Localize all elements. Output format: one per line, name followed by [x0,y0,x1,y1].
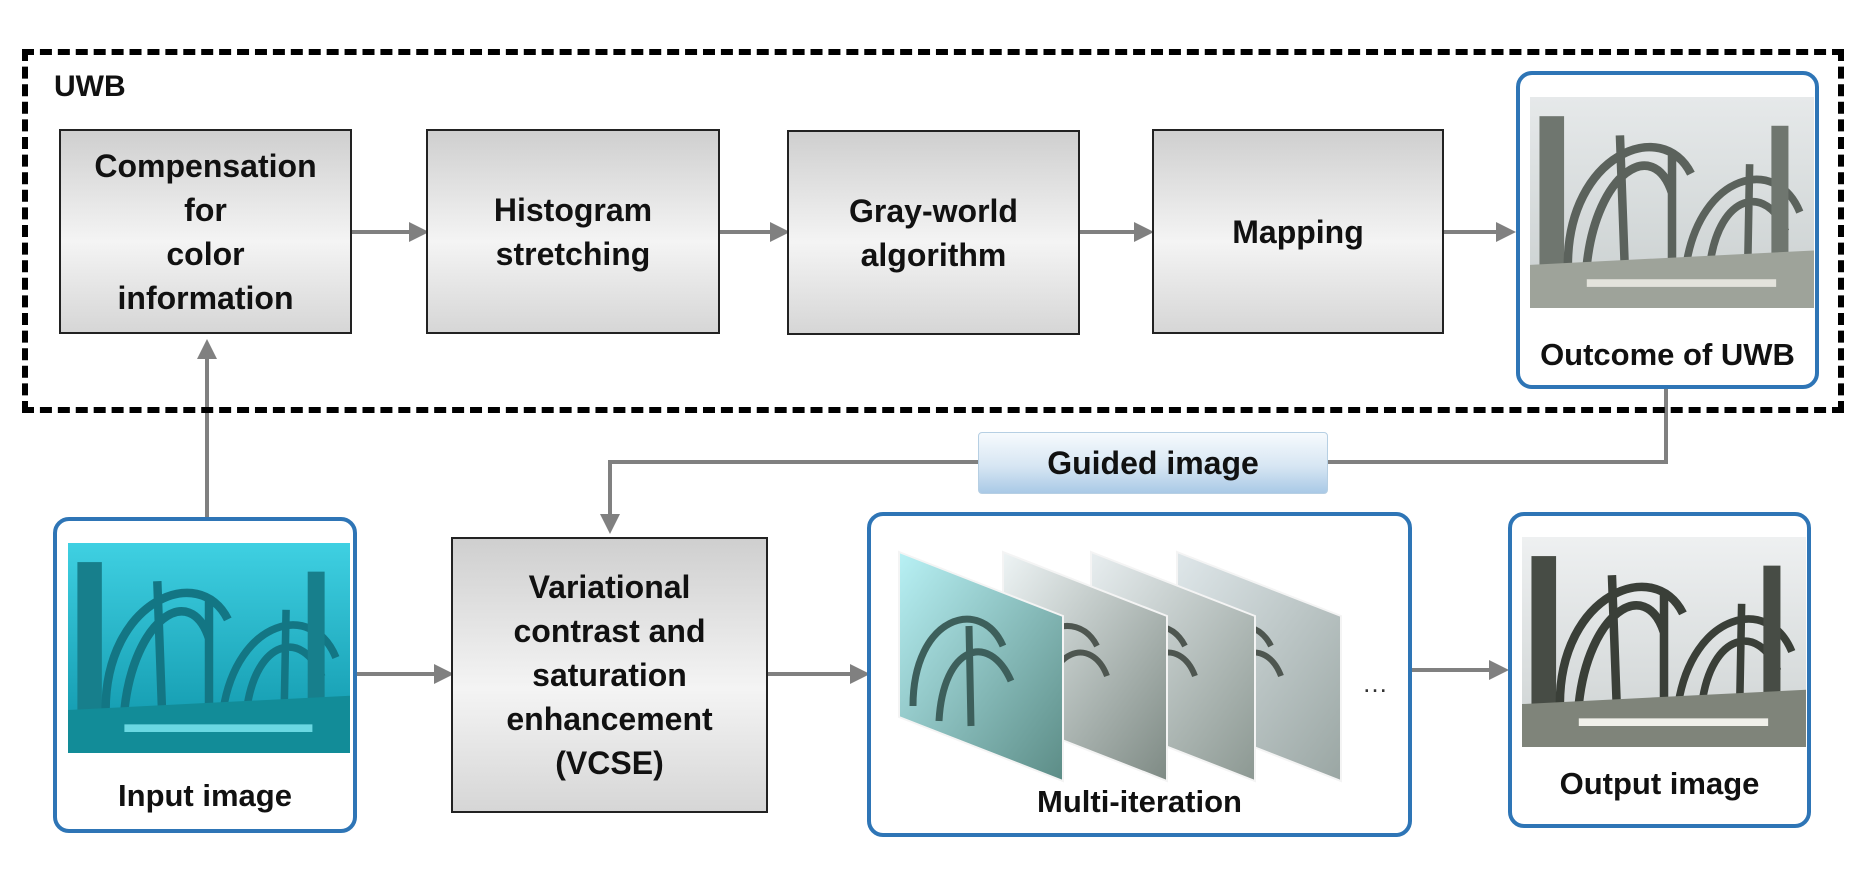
outcome-image [1530,97,1814,308]
underwater-scene-icon [68,543,350,753]
vcse-line-1: Variational [528,569,691,605]
multi-iteration-panel: Multi-iteration [867,512,1412,837]
vcse-line-2: contrast and [513,613,706,649]
input-panel: Input image [53,517,357,833]
output-caption: Output image [1559,766,1760,801]
output-panel: Output image [1508,512,1811,828]
multi-iteration-caption: Multi-iteration [1037,784,1242,819]
uwb-label: UWB [54,70,126,103]
histogram-line-2: stretching [495,235,651,272]
mapping-label: Mapping [1232,213,1364,250]
underwater-scene-icon [1530,97,1814,308]
iteration-frame-1 [898,550,1064,783]
histogram-box: Histogram stretching [426,129,720,334]
compensation-line-2: for [184,191,227,228]
vcse-line-5: (VCSE) [555,745,664,781]
iteration-stack [898,550,1342,783]
grayworld-line-1: Gray-world [849,192,1018,229]
vcse-line-3: saturation [532,657,687,693]
compensation-line-3: color [166,235,245,272]
outcome-caption: Outcome of UWB [1540,337,1795,372]
grayworld-line-2: algorithm [860,236,1007,273]
output-image [1522,537,1806,747]
compensation-box: Compensation for color information [59,129,352,334]
input-image [68,543,350,753]
grayworld-box: Gray-world algorithm [787,130,1080,335]
input-caption: Input image [118,778,292,813]
vcse-line-4: enhancement [506,701,713,737]
compensation-line-4: information [117,279,294,316]
mapping-box: Mapping [1152,129,1444,334]
ellipsis: … [1362,668,1388,698]
underwater-scene-icon [1522,537,1806,747]
histogram-line-1: Histogram [493,191,653,228]
compensation-line-1: Compensation [94,147,317,184]
vcse-box: Variational contrast and saturation enha… [451,537,768,813]
uwb-dashed-frame [22,49,1844,413]
guided-image-label: Guided image [978,432,1328,494]
outcome-panel: Outcome of UWB [1516,71,1819,389]
